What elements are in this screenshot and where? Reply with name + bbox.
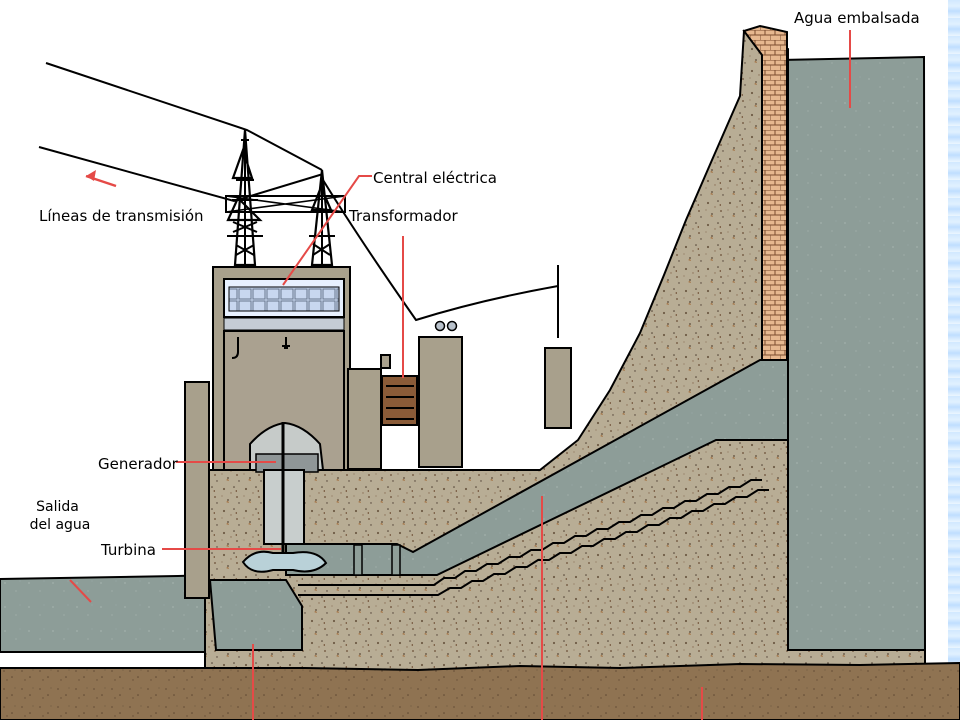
outlet-label-line2: del agua [29,517,91,533]
reservoir-water [777,49,927,655]
outlet-label-line1: Salida [36,499,79,515]
generator-label: Generador [98,455,178,473]
powerhouse-callout [282,175,372,286]
right-edge-texture [948,0,960,720]
left-outlet-wall [184,381,210,599]
transformer-ribs [386,385,414,420]
outlet-water [0,573,211,653]
outlet-callout [69,579,92,603]
insulator-1 [434,320,446,332]
crane-beam [223,317,345,331]
intake-tower [544,347,572,429]
tailrace-water [208,579,303,651]
transformer-label: Transformador [349,207,458,225]
crane-hook-left [231,337,239,359]
stepped-channel-outline [298,489,769,596]
pipe-flange-right [391,544,401,576]
transmission-arrow-head [86,170,96,181]
transformer-coils [381,375,418,426]
transformer-house [347,368,382,470]
reservoir-label: Agua embalsada [794,9,920,27]
powerhouse-label: Central eléctrica [373,169,497,187]
tower-crossarm-bracing [225,195,346,213]
powerhouse-window-grid [228,286,340,312]
turbine-runner [241,550,328,573]
crane-hook-right [282,337,290,349]
transmission-line-lower [38,146,324,203]
transmission-label: Líneas de transmisión [39,207,204,225]
bedrock [0,661,960,720]
pipe-flange-left [353,544,363,576]
transmission-line-upper [45,62,323,171]
line-to-transformer [322,179,559,322]
turbine-label: Turbina [101,541,156,559]
switchyard-building [418,336,463,468]
stepped-channel [298,479,762,586]
insulator-2 [446,320,458,332]
small-roof-box [380,354,391,369]
